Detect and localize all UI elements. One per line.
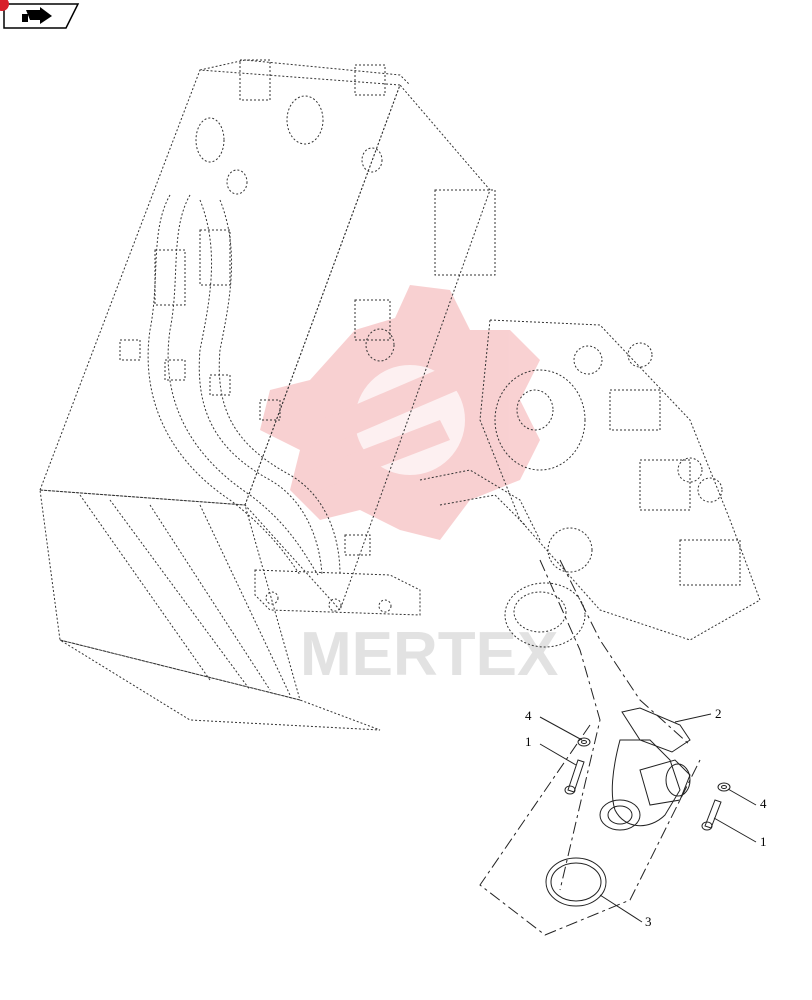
mount-bracket: [254, 534, 421, 616]
tank-housing: [39, 59, 496, 731]
callout-1-left: 1: [525, 734, 532, 749]
elbow-fitting: [599, 707, 691, 831]
watermark-gear: [260, 285, 540, 540]
exploded-leaders: [479, 559, 701, 936]
washer-right: [717, 782, 731, 792]
nav-tab[interactable]: [0, 0, 80, 29]
watermark: MERTEX: [260, 285, 558, 689]
washer-left: [577, 737, 591, 747]
callout-1-right: 1: [760, 834, 767, 849]
pump-valve-assembly: [419, 319, 761, 648]
bolt-left: [564, 759, 585, 795]
bolt-right: [701, 799, 722, 831]
callout-2: 2: [715, 706, 722, 721]
watermark-text: MERTEX: [300, 620, 558, 689]
callout-leaders: [539, 713, 757, 923]
callout-3: 3: [645, 914, 652, 929]
callout-4-right: 4: [760, 796, 767, 811]
callout-4-left: 4: [525, 708, 532, 723]
hydraulic-hoses: [147, 194, 341, 576]
arrow-nav-icon: [22, 7, 52, 24]
corner-marker: [0, 0, 9, 11]
o-ring: [545, 857, 607, 907]
callout-labels: 4 1 2 4 1 3: [525, 706, 767, 929]
